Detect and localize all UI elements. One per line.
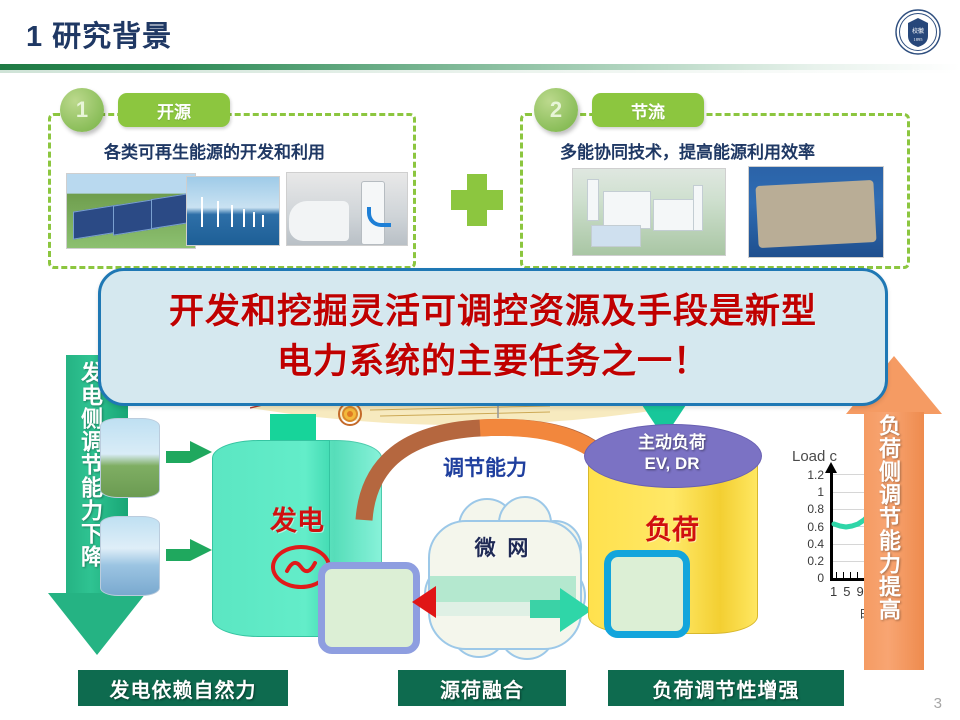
load-side-increase-arrow: 负荷侧调节能力提高	[846, 352, 942, 672]
regulation-capability-label: 调节能力	[443, 457, 527, 480]
generation-regulation-box	[318, 562, 420, 654]
panel-2-number-badge: 2	[534, 88, 578, 132]
chart-ytick-5: 0.2	[807, 554, 824, 568]
chart-ytick-4: 0.4	[807, 537, 824, 551]
panel-2-label: 节流	[592, 93, 704, 127]
active-load-text: 主动负荷 EV, DR	[584, 432, 760, 474]
panel-open-source	[48, 113, 416, 269]
active-load-line2: EV, DR	[644, 454, 700, 473]
ev-charging-photo	[286, 172, 408, 246]
chart-ytick-3: 0.6	[807, 520, 824, 534]
chart-xtick-0: 1	[830, 584, 844, 599]
load-regulation-box	[604, 550, 690, 638]
tag-generation-natural: 发电依赖自然力	[78, 670, 288, 706]
chart-title: Load c	[792, 448, 838, 465]
microgrid-label: 微 网	[474, 537, 532, 560]
callout-line-2: 电力系统的主要任务之一！	[276, 342, 709, 381]
load-label: 负荷	[645, 515, 699, 545]
tag-load-regulation: 负荷调节性增强	[608, 670, 844, 706]
panel-1-label: 开源	[118, 93, 230, 127]
flow-arrow-hydro	[190, 539, 212, 561]
callout-line-1: 开发和挖掘灵活可调控资源及手段是新型	[168, 292, 817, 331]
active-load-top	[584, 424, 762, 488]
hydro-source-thumb	[100, 516, 160, 596]
microgrid-inflow-arrow	[412, 586, 436, 618]
panel-2-heading: 多能协同技术，提高能源利用效率	[560, 143, 815, 162]
chart-xtick-2: 9	[856, 584, 869, 599]
panel-1-number-badge: 1	[60, 88, 104, 132]
page-number: 3	[933, 695, 942, 712]
chart-ytick-2: 0.8	[807, 502, 824, 516]
plus-icon	[449, 172, 505, 228]
chart-ytick-1: 1	[817, 485, 824, 499]
panel-1-heading: 各类可再生能源的开发和利用	[104, 143, 325, 162]
chart-xtick-1: 5	[843, 584, 857, 599]
chart-y-axis	[830, 472, 833, 580]
key-message-callout: 开发和挖掘灵活可调控资源及手段是新型 电力系统的主要任务之一！	[98, 268, 888, 406]
chart-xticks: 159	[830, 584, 920, 599]
wind-source-thumb	[100, 418, 160, 498]
microgrid-outflow-bar	[530, 600, 568, 618]
flow-arrow-wind	[190, 441, 212, 463]
microgrid-cloud: 微 网	[424, 494, 586, 660]
power-plant-photo	[572, 168, 726, 256]
svg-text:校徽: 校徽	[912, 27, 924, 35]
page-title: 1 研究背景	[26, 21, 173, 53]
header-divider-secondary	[0, 70, 960, 73]
industrial-park-photo	[748, 166, 884, 258]
generation-stack-cap	[270, 414, 316, 444]
chart-ytick-0: 1.2	[807, 468, 824, 482]
wind-farm-photo	[186, 176, 280, 246]
chart-ytick-6: 0	[817, 571, 824, 585]
generation-side-decline-label: 发电侧调节能力下降	[78, 361, 103, 568]
microgrid-outflow-arrow	[560, 588, 592, 632]
solar-panels-photo	[66, 173, 196, 249]
university-logo-icon: 校徽 1895	[894, 8, 942, 56]
header-divider	[0, 64, 960, 70]
active-load-line1: 主动负荷	[638, 433, 706, 452]
generation-label: 发电	[270, 506, 324, 536]
load-side-increase-label: 负荷侧调节能力提高	[876, 414, 901, 621]
tag-source-load-fusion: 源荷融合	[398, 670, 566, 706]
svg-text:1895: 1895	[914, 37, 924, 42]
panel-conservation	[520, 113, 910, 269]
